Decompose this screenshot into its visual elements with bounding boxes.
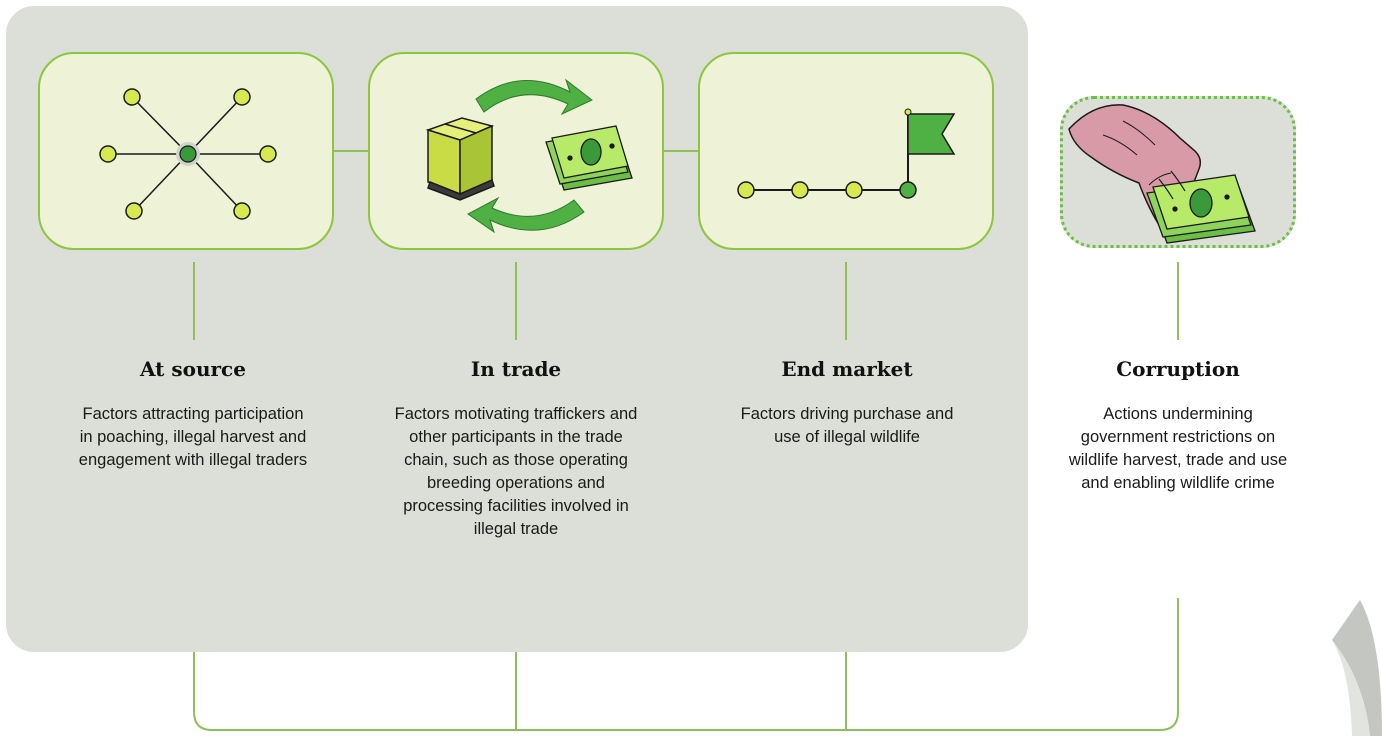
box-icon bbox=[425, 117, 495, 201]
path-flag-icon bbox=[737, 108, 956, 199]
money-icon bbox=[545, 125, 633, 191]
bill-stack-icon bbox=[1146, 174, 1256, 244]
at-source-title: At source bbox=[140, 357, 246, 381]
end-market-description: Factors driving purchase and use of ille… bbox=[740, 405, 954, 446]
arrow-right-icon bbox=[475, 78, 593, 116]
at-source-card bbox=[38, 52, 334, 250]
corruption-description: Actions undermining government restricti… bbox=[1068, 405, 1288, 492]
in-trade-description: Factors motivating traffickers and other… bbox=[394, 405, 638, 538]
in-trade-card bbox=[368, 52, 664, 250]
hand-money-icon bbox=[1068, 104, 1256, 244]
flag-icon bbox=[907, 113, 956, 155]
at-source-description: Factors attracting participation in poac… bbox=[78, 405, 308, 469]
corruption-card bbox=[1060, 96, 1296, 248]
arrow-left-icon bbox=[467, 196, 585, 234]
corruption-title: Corruption bbox=[1116, 357, 1240, 381]
in-trade-title: In trade bbox=[470, 357, 562, 381]
bottom-bracket bbox=[193, 598, 1179, 731]
network-node-icon bbox=[99, 88, 277, 220]
decorative-swoosh bbox=[1332, 600, 1382, 736]
box-money-exchange-icon bbox=[425, 78, 633, 234]
end-market-card bbox=[698, 52, 994, 250]
end-market-title: End market bbox=[781, 357, 913, 381]
